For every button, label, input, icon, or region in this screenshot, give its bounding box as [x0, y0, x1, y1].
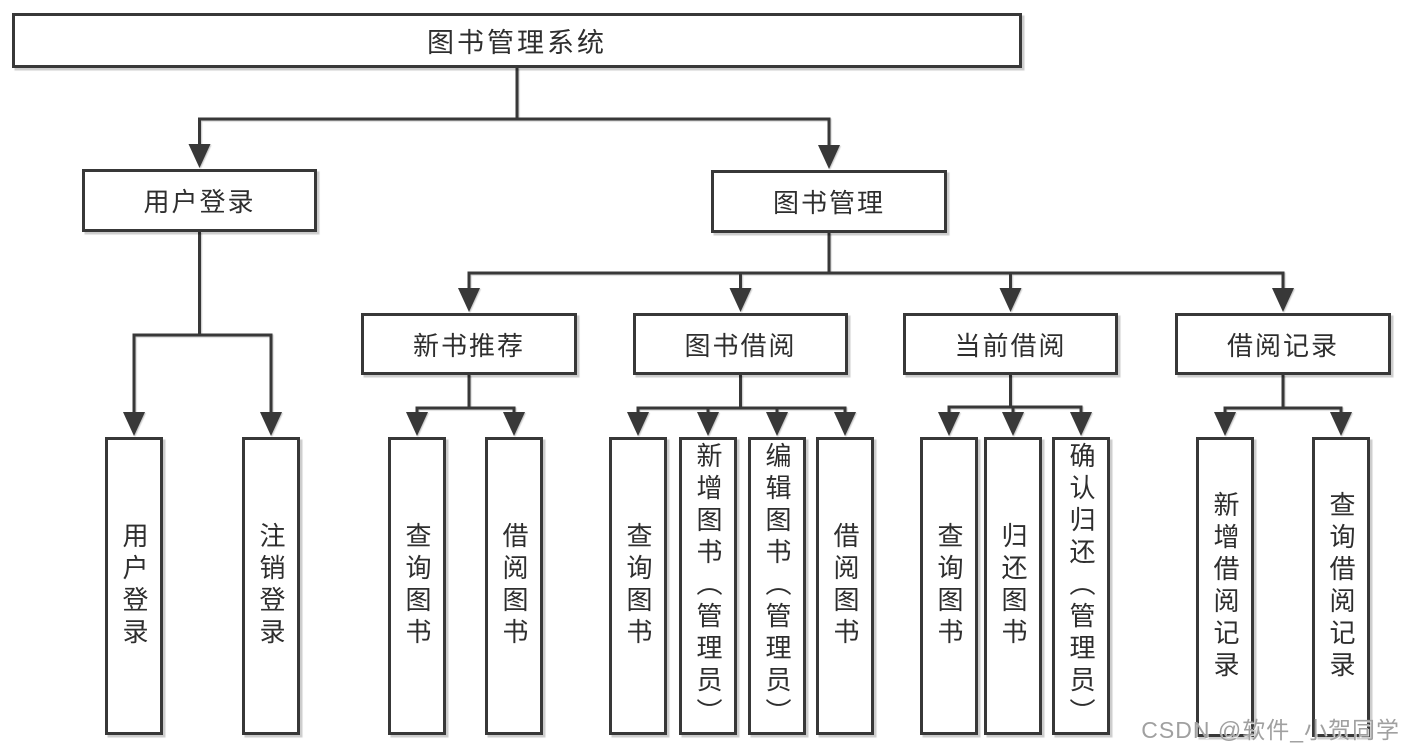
leaf-borrow-add-books-admin: 新增图书（管理员） — [679, 437, 737, 735]
watermark: CSDN @软件_小贺同学 — [1141, 717, 1400, 743]
node-book-borrow: 图书借阅 — [633, 313, 848, 375]
node-new-book-recommend: 新书推荐 — [361, 313, 577, 375]
leaf-borrow-edit-books-admin: 编辑图书（管理员） — [748, 437, 806, 735]
arrowhead-icon — [458, 288, 480, 312]
arrowhead-icon — [406, 412, 428, 436]
connector-book-borrow-group — [627, 375, 856, 436]
arrowhead-icon — [1214, 412, 1236, 436]
node-library-system: 图书管理系统 — [12, 13, 1022, 68]
leaf-current-confirm-return-admin: 确认归还（管理员） — [1052, 437, 1110, 735]
arrowhead-icon — [938, 412, 960, 436]
leaf-current-return-books: 归还图书 — [984, 437, 1042, 735]
leaf-current-query-books: 查询图书 — [920, 437, 978, 735]
arrowhead-icon — [999, 288, 1022, 312]
connector-borrow-records-group — [1214, 375, 1352, 436]
connector-current-borrow-group — [938, 375, 1092, 436]
arrowhead-icon — [188, 144, 211, 168]
arrowhead-icon — [818, 145, 840, 169]
leaf-recommend-query-books: 查询图书 — [388, 437, 446, 735]
arrowhead-icon — [729, 288, 752, 312]
node-current-borrow: 当前借阅 — [903, 313, 1118, 375]
leaf-user-login: 用户登录 — [105, 437, 163, 735]
leaf-records-query-record: 查询借阅记录 — [1312, 437, 1370, 737]
arrowhead-icon — [1272, 288, 1294, 312]
node-book-management: 图书管理 — [711, 170, 947, 233]
leaf-borrow-query-books: 查询图书 — [609, 437, 667, 735]
arrowhead-icon — [1070, 412, 1092, 436]
leaf-records-add-record: 新增借阅记录 — [1196, 437, 1254, 737]
arrowhead-icon — [260, 412, 282, 436]
leaf-borrow-borrow-books: 借阅图书 — [816, 437, 874, 735]
arrowhead-icon — [1330, 412, 1352, 436]
arrowhead-icon — [1002, 412, 1024, 436]
arrowhead-icon — [123, 412, 145, 436]
node-user-login: 用户登录 — [82, 169, 317, 232]
connector-root-to-level2 — [188, 68, 840, 169]
arrowhead-icon — [834, 412, 856, 436]
connector-new-book-group — [406, 375, 525, 436]
connector-user-login-group — [123, 232, 282, 436]
leaf-logout: 注销登录 — [242, 437, 300, 735]
node-borrow-records: 借阅记录 — [1175, 313, 1391, 375]
connector-book-management-to-level3 — [458, 233, 1294, 312]
leaf-recommend-borrow-books: 借阅图书 — [485, 437, 543, 735]
arrowhead-icon — [503, 412, 525, 436]
arrowhead-icon — [697, 412, 719, 436]
arrowhead-icon — [766, 412, 788, 436]
arrowhead-icon — [627, 412, 649, 436]
